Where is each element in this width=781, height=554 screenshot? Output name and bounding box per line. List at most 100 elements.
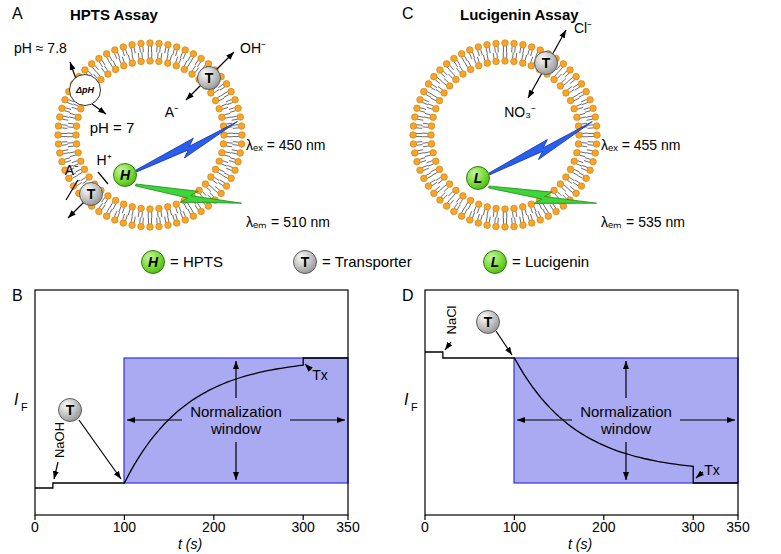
lipid-tail — [107, 207, 110, 212]
lipid-tail — [493, 53, 495, 59]
lipid-head — [410, 132, 417, 139]
lipid-head — [212, 166, 219, 173]
lipid-tail — [561, 79, 565, 83]
lipid-tail — [226, 145, 232, 147]
lipid-head — [411, 114, 418, 121]
lipid-tail — [141, 52, 143, 58]
lipid-head — [190, 213, 197, 220]
lipid-tail — [221, 104, 227, 106]
lipid-tail — [487, 54, 488, 60]
lipid-tail — [564, 185, 569, 189]
lipid-tail — [134, 217, 135, 223]
lipid-head — [235, 105, 242, 112]
lipid-tail — [432, 84, 437, 87]
lipid-head — [466, 217, 473, 224]
transport-arrow — [186, 52, 234, 100]
lipid-head — [147, 224, 154, 231]
lipid-head — [75, 149, 82, 156]
lipid-tail — [580, 152, 586, 153]
lipid-head — [446, 181, 453, 188]
lipid-tail — [219, 169, 224, 172]
lipid-tail — [184, 204, 187, 209]
lipid-head — [443, 203, 450, 210]
lipid-tail — [102, 205, 105, 210]
lipid-tail — [464, 56, 467, 61]
lipid-tail — [110, 62, 113, 67]
lipid-tail — [95, 65, 99, 70]
lipid-head — [592, 150, 599, 157]
lipid-tail — [173, 49, 175, 55]
lipid-tail — [224, 94, 229, 97]
lipid-tail — [148, 218, 149, 224]
lipid-head — [475, 63, 482, 70]
lipid-tail — [422, 142, 428, 144]
lipid-tail — [233, 141, 239, 142]
lipid-tail — [227, 133, 233, 134]
lipid-tail — [233, 136, 239, 137]
lipid-head — [493, 205, 500, 212]
lipid-head — [103, 51, 110, 58]
lipid-tail — [67, 142, 73, 144]
lipid-head — [573, 73, 580, 80]
label-text: 350 — [336, 519, 359, 535]
lipid-tail — [437, 189, 442, 193]
lipid-tail — [550, 205, 553, 210]
lipid-tail — [437, 77, 442, 81]
lipid-tail — [184, 61, 187, 66]
lipid-head — [165, 222, 172, 229]
lipid-tail — [423, 99, 429, 101]
lipid-head — [567, 97, 574, 104]
node-text: Tx — [312, 367, 328, 383]
lipid-tail — [417, 144, 423, 146]
node-text: pH = 7 — [90, 119, 135, 136]
lipid-head — [414, 105, 421, 112]
lipid-tail — [459, 66, 462, 71]
lipid-head — [528, 220, 535, 227]
lipid-head — [511, 40, 518, 47]
lipid-tail — [447, 67, 451, 72]
lipid-head — [430, 114, 437, 121]
lipid-head — [120, 220, 127, 227]
lipid-tail — [214, 177, 219, 180]
lipid-tail — [62, 150, 68, 151]
label-text: t (s) — [568, 536, 592, 552]
lipid-tail — [134, 47, 135, 53]
transporter-circle: T — [58, 398, 82, 422]
lipid-tail — [575, 180, 580, 183]
lipid-tail — [65, 108, 71, 110]
lipid-head — [475, 220, 482, 227]
lipid-head — [56, 114, 63, 121]
lipid-head — [428, 141, 435, 148]
lipid-tail — [474, 206, 476, 212]
lipid-tail — [561, 187, 565, 191]
node-letter: ΔpH — [76, 85, 94, 95]
lipid-tail — [525, 209, 527, 215]
lipid-tail — [443, 71, 447, 75]
lipid-head — [129, 60, 136, 67]
lipid-head — [511, 223, 518, 230]
label-text: 0 — [421, 519, 429, 535]
lipid-head — [173, 220, 180, 227]
lipid-head — [216, 105, 223, 112]
lipid-tail — [119, 58, 121, 64]
lipid-head — [425, 81, 432, 88]
lipid-tail — [431, 169, 436, 172]
lipid-head — [436, 166, 443, 173]
lipid-head — [147, 40, 154, 47]
lipid-head — [205, 203, 212, 210]
lipid-tail — [511, 218, 512, 224]
lipid-head — [571, 105, 578, 112]
lipid-head — [59, 105, 66, 112]
lipid-tail — [110, 202, 113, 207]
lipid-tail — [574, 169, 579, 172]
lipid-tail — [232, 119, 238, 120]
lipid-head — [433, 158, 440, 165]
lipid-tail — [444, 187, 448, 191]
lipid-tail — [565, 193, 569, 197]
lipid-head — [425, 183, 432, 190]
lipid-tail — [156, 46, 157, 52]
lipid-tail — [176, 214, 178, 220]
lipid-head — [475, 44, 482, 51]
lipid-tail — [69, 117, 75, 118]
